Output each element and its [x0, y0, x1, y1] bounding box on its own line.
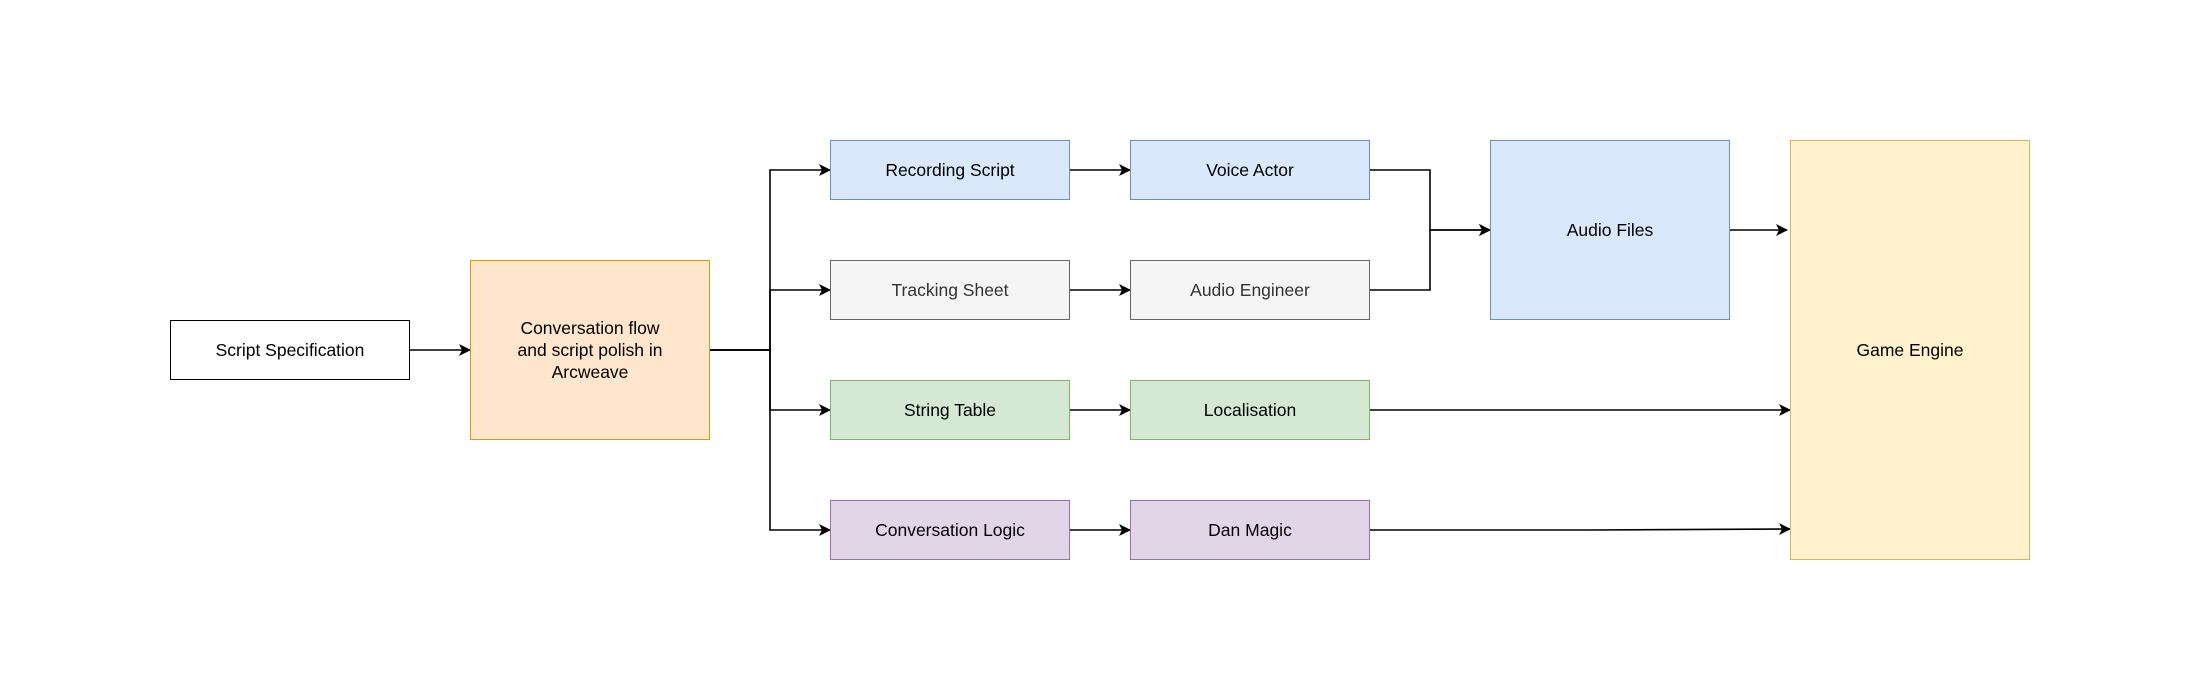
node-label: Voice Actor: [1206, 160, 1294, 180]
node-game-engine: Game Engine: [1790, 140, 2030, 560]
node-label: String Table: [903, 400, 997, 420]
node-localisation: Localisation: [1130, 380, 1370, 440]
node-label: Script Specification: [215, 340, 365, 360]
node-label: Recording Script: [885, 160, 1015, 180]
node-conversation-flow: Conversation flow and script polish in A…: [470, 260, 710, 440]
node-label: Conversation flow and script polish in A…: [517, 318, 663, 382]
node-string-table: String Table: [830, 380, 1070, 440]
edge-conv-flow-to-tracking-sheet: [710, 284, 831, 351]
edge-dan-magic-to-game-engine: [1370, 523, 1791, 536]
node-label: Audio Files: [1566, 220, 1654, 240]
node-label: Localisation: [1203, 400, 1297, 420]
node-label: Game Engine: [1856, 340, 1964, 360]
node-label: Audio Engineer: [1190, 280, 1310, 300]
node-script-specification: Script Specification: [170, 320, 410, 380]
edge-audio-engineer-to-audio-files: [1370, 224, 1491, 291]
node-label: Tracking Sheet: [891, 280, 1009, 300]
node-dan-magic: Dan Magic: [1130, 500, 1370, 560]
node-label: Dan Magic: [1208, 520, 1292, 540]
node-conversation-logic: Conversation Logic: [830, 500, 1070, 560]
node-voice-actor: Voice Actor: [1130, 140, 1370, 200]
node-tracking-sheet: Tracking Sheet: [830, 260, 1070, 320]
node-audio-engineer: Audio Engineer: [1130, 260, 1370, 320]
node-label: Conversation Logic: [875, 520, 1025, 540]
edge-voice-actor-to-audio-files: [1370, 169, 1491, 236]
edge-conv-flow-to-conversation-logic: [710, 349, 831, 536]
node-recording-script: Recording Script: [830, 140, 1070, 200]
node-audio-files: Audio Files: [1490, 140, 1730, 320]
